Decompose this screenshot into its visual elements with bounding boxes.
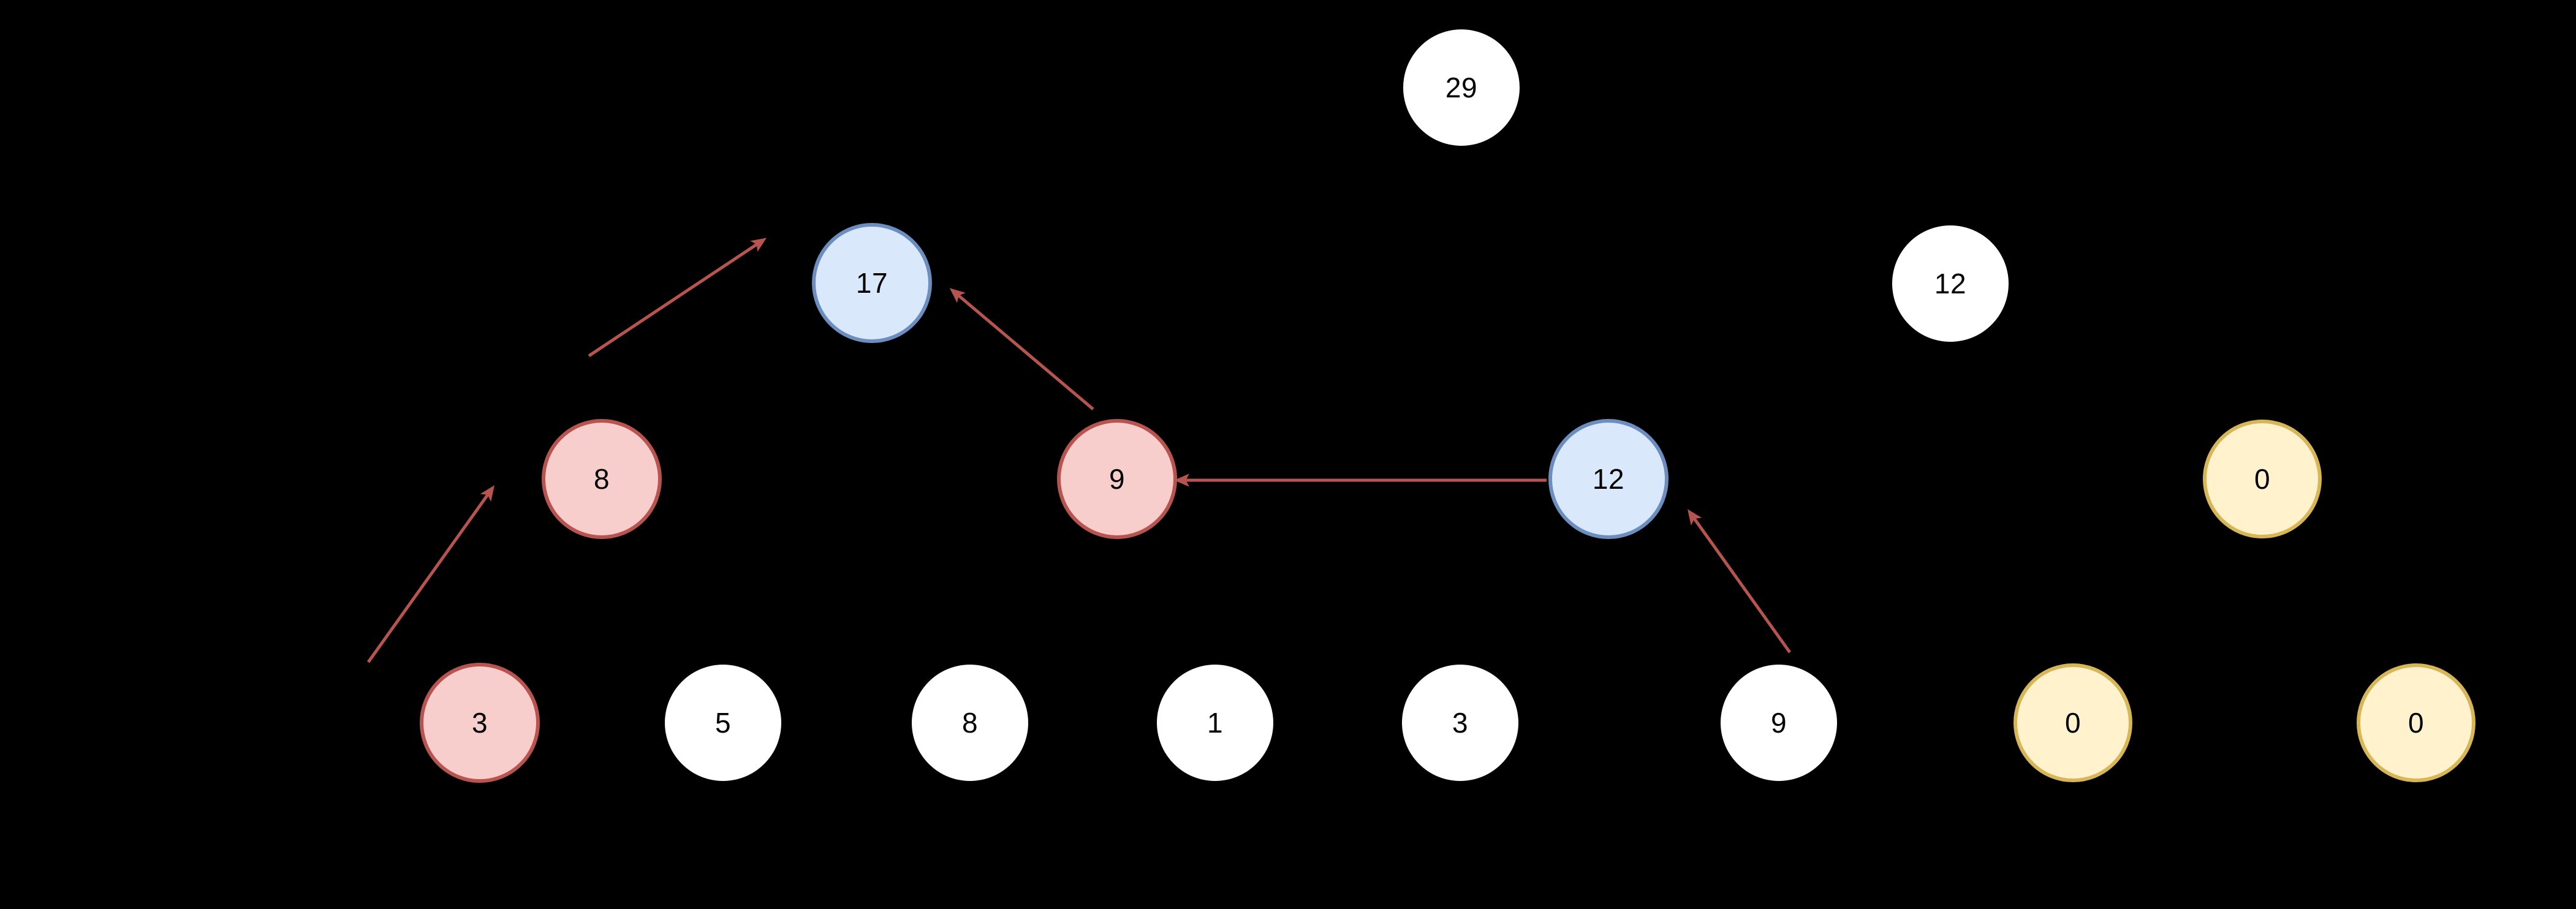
node-n12b[interactable]: 12: [1548, 419, 1669, 539]
node-b3p[interactable]: 3: [420, 663, 540, 783]
edge-arrow-n8p-to-n17: [588, 238, 767, 358]
node-label-n29: 29: [1445, 72, 1478, 104]
node-n29[interactable]: 29: [1403, 29, 1520, 146]
node-n0y1[interactable]: 0: [2203, 420, 2322, 538]
node-b9[interactable]: 9: [1721, 665, 1837, 781]
node-n17[interactable]: 17: [812, 223, 932, 343]
edge-arrow-b3p-to-n8p: [366, 485, 494, 663]
node-label-b8: 8: [961, 707, 979, 739]
edge-arrow-n9p-to-n17: [949, 288, 1094, 410]
node-label-b9: 9: [1770, 707, 1787, 739]
node-label-n17: 17: [855, 267, 888, 299]
node-label-n0y1: 0: [2254, 463, 2271, 495]
node-label-b3p: 3: [471, 707, 488, 739]
node-label-n9p: 9: [1108, 463, 1126, 495]
node-label-n12b: 12: [1592, 463, 1625, 495]
node-b1[interactable]: 1: [1157, 665, 1273, 781]
node-label-b0y2: 0: [2407, 707, 2425, 739]
node-b3[interactable]: 3: [1402, 665, 1518, 781]
node-label-b0y1: 0: [2064, 707, 2082, 739]
node-n12w[interactable]: 12: [1892, 225, 2009, 342]
node-label-b5: 5: [714, 707, 732, 739]
node-b8[interactable]: 8: [912, 665, 1028, 781]
node-n8p[interactable]: 8: [542, 419, 662, 539]
node-n9p[interactable]: 9: [1057, 419, 1177, 539]
node-b5[interactable]: 5: [665, 665, 781, 781]
node-label-n8p: 8: [593, 463, 610, 495]
edge-arrow-b9-to-n12b: [1688, 509, 1792, 654]
node-b0y1[interactable]: 0: [2013, 663, 2132, 782]
node-label-b1: 1: [1207, 707, 1224, 739]
node-label-n12w: 12: [1934, 268, 1967, 300]
node-label-b3: 3: [1452, 707, 1469, 739]
node-b0y2[interactable]: 0: [2357, 663, 2476, 782]
